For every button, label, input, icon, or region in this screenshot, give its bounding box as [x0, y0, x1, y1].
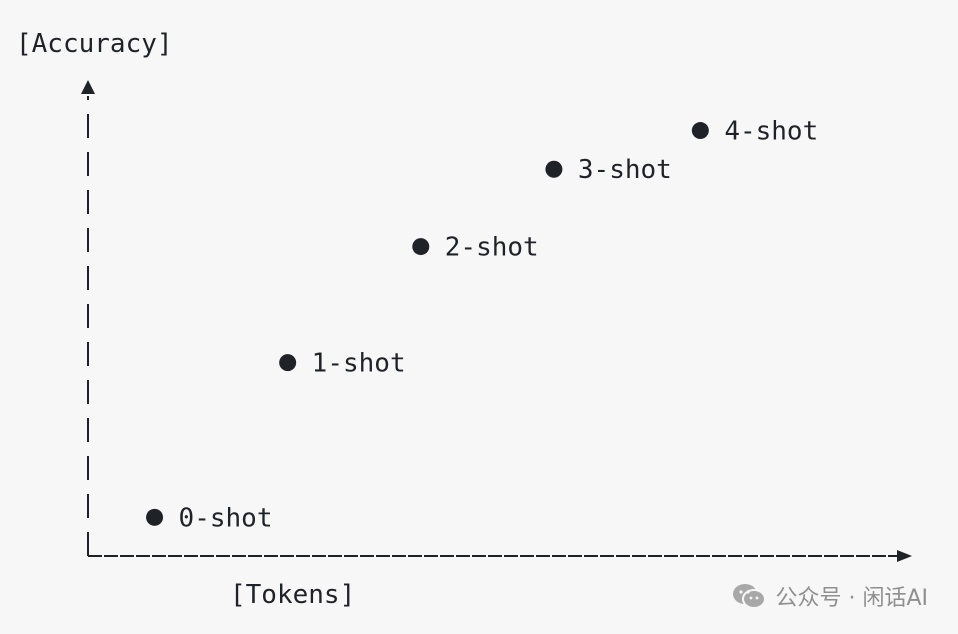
point-label: 1-shot	[312, 349, 406, 379]
point-label: 0-shot	[179, 503, 273, 533]
data-point: 1-shot	[279, 349, 406, 379]
point-marker	[412, 238, 430, 256]
point-label: 3-shot	[578, 155, 672, 185]
point-marker	[691, 122, 709, 140]
watermark-text: 公众号 · 闲话AI	[775, 586, 928, 611]
x-axis-arrow	[897, 550, 912, 562]
point-label: 2-shot	[445, 233, 539, 263]
data-point: 4-shot	[691, 117, 818, 147]
data-point: 3-shot	[545, 155, 672, 185]
y-axis-arrow	[81, 80, 95, 94]
x-axis-label: [Tokens]	[230, 580, 355, 610]
y-axis-label: [Accuracy]	[16, 29, 173, 59]
point-marker	[146, 508, 164, 526]
point-marker	[279, 354, 297, 372]
axes	[81, 80, 912, 562]
point-label: 4-shot	[724, 117, 818, 147]
wechat-icon	[733, 584, 767, 609]
data-point: 0-shot	[146, 503, 272, 533]
data-point: 2-shot	[412, 233, 539, 263]
point-marker	[545, 160, 563, 178]
data-points: 0-shot 1-shot 2-shot 3-shot 4-shot	[146, 117, 818, 533]
watermark: 公众号 · 闲话AI	[731, 580, 928, 612]
